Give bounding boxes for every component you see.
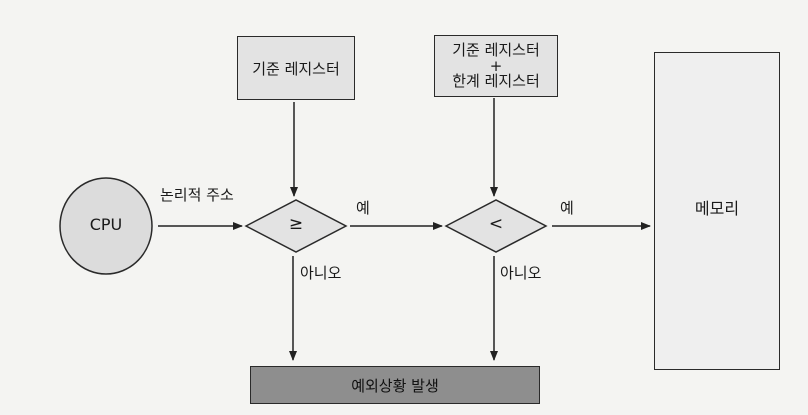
compare-ge-diamond [244,199,348,253]
compare-lt-symbol: < [488,214,504,234]
base-limit-register-box: 기준 레지스터 + 한계 레지스터 [434,35,558,97]
logical-address-label: 논리적 주소 [160,186,234,204]
memory-box: 메모리 [654,52,780,370]
exception-box: 예외상황 발생 [250,366,540,404]
cpu-label: CPU [89,215,123,234]
memory-label: 메모리 [694,199,740,218]
yes-label-1: 예 [356,199,370,217]
yes-label-2: 예 [560,199,574,217]
base-limit-line3: 한계 레지스터 [452,72,540,90]
base-limit-plus: + [489,57,503,75]
base-limit-line1: 기준 레지스터 [452,41,540,59]
no-label-1: 아니오 [300,264,342,282]
cpu-node-shape [59,177,153,275]
base-register-label: 기준 레지스터 [252,59,340,78]
compare-ge-symbol: ≥ [288,214,304,234]
no-label-2: 아니오 [500,264,542,282]
exception-label: 예외상황 발생 [351,376,439,395]
compare-lt-diamond [444,199,548,253]
base-register-box: 기준 레지스터 [237,36,355,100]
